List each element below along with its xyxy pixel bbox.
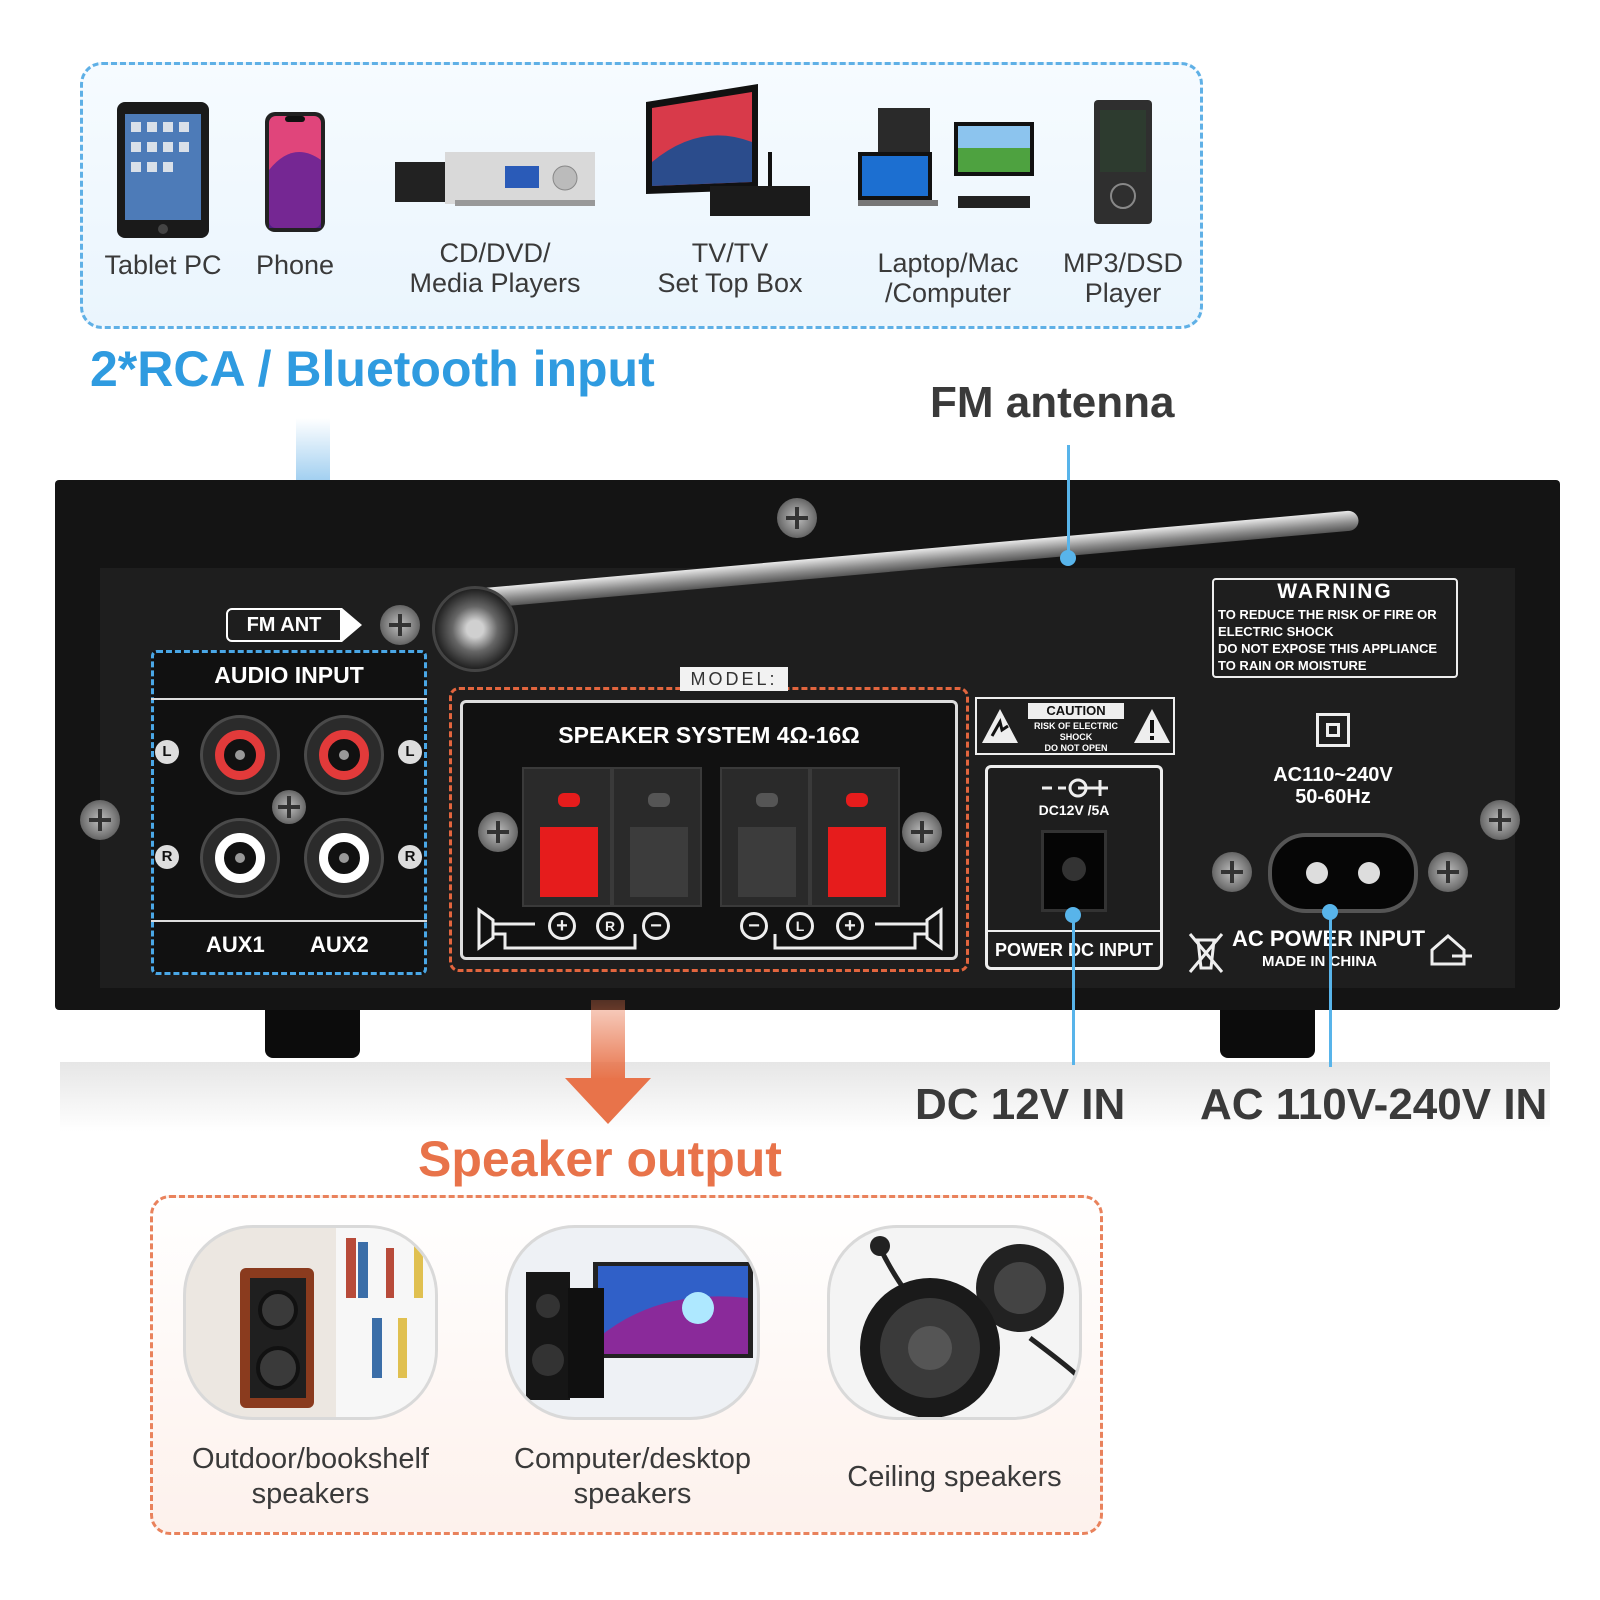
dc-callout-line: [1072, 915, 1075, 1065]
tv-icon: [646, 84, 810, 216]
ac-screw-left: [1212, 852, 1252, 892]
audio-input-screw: [272, 790, 306, 824]
device-label: Laptop/Mac /Computer: [877, 248, 1019, 308]
exclamation-triangle-icon: [1134, 709, 1170, 743]
speaker-panel-screw-left: [478, 812, 518, 852]
ac-rating-line2: 50-60Hz: [1295, 786, 1371, 808]
aux1-left-rca-jack[interactable]: [200, 715, 280, 795]
ac-power-input-label: AC POWER INPUT: [1232, 926, 1426, 951]
phone-icon: [265, 112, 325, 232]
weee-bin-icon: [1188, 933, 1224, 973]
aux2-right-rca-jack[interactable]: [304, 818, 384, 898]
amplifier-foot-left: [265, 1010, 360, 1058]
speaker-card-ceiling: [827, 1225, 1082, 1420]
speaker-arrow-head: [565, 1078, 651, 1124]
warning-triangle-icon: [982, 709, 1018, 743]
ac-in-headline: AC 110V-240V IN: [1200, 1080, 1548, 1129]
device-label: MP3/DSD Player: [1062, 248, 1184, 308]
mp3-player-icon: [1094, 100, 1152, 224]
audio-input-title: AUDIO INPUT: [214, 662, 364, 688]
left-screw: [80, 800, 120, 840]
speaker-label-ceiling: Ceiling speakers: [847, 1461, 1062, 1493]
speaker-panel-screw-right: [902, 812, 942, 852]
warning-label-box: [1212, 578, 1458, 678]
dc-in-headline: DC 12V IN: [915, 1080, 1126, 1129]
ceiling-speaker-icon: [860, 1236, 1079, 1417]
fm-antenna-callout-line: [1067, 445, 1070, 557]
device-cd-player: CD/DVD/ Media Players: [390, 150, 600, 298]
right-positive-symbol-icon: +: [548, 912, 576, 940]
aux1-label: AUX1: [206, 932, 265, 957]
dc-power-jack[interactable]: [1041, 830, 1107, 912]
speaker-terminal-right-positive[interactable]: [522, 767, 612, 907]
antenna-screw: [380, 605, 420, 645]
device-label: Tablet PC: [104, 250, 222, 280]
caution-text: RISK OF ELECTRIC SHOCK DO NOT OPEN: [1033, 721, 1118, 753]
made-in-label: MADE IN CHINA: [1262, 953, 1377, 970]
right-negative-symbol-icon: −: [642, 912, 670, 940]
right-channel-label: R: [155, 845, 179, 869]
aux1-right-rca-jack[interactable]: [200, 818, 280, 898]
fm-ant-tag: FM ANT: [226, 608, 362, 642]
aux-divider: [151, 920, 427, 922]
left-positive-symbol-icon: +: [836, 912, 864, 940]
device-label: Phone: [255, 250, 335, 280]
bookshelf-speaker-icon: [240, 1228, 435, 1417]
amplifier-foot-right: [1220, 1010, 1315, 1058]
left-channel-label: L: [155, 740, 179, 764]
right-channel-symbol: R: [596, 912, 624, 940]
aux2-left-rca-jack[interactable]: [304, 715, 384, 795]
left-channel-label: L: [398, 740, 422, 764]
speaker-card-desktop: [505, 1225, 760, 1420]
speaker-system-title: SPEAKER SYSTEM 4Ω-16Ω: [558, 722, 860, 748]
fm-antenna-headline: FM antenna: [930, 378, 1175, 427]
fm-antenna-callout-dot: [1060, 550, 1076, 566]
device-computer: Laptop/Mac /Computer: [848, 108, 1048, 308]
caution-label-box: [975, 697, 1175, 755]
ac-callout-dot: [1322, 904, 1338, 920]
device-tv: TV/TV Set Top Box: [640, 82, 820, 298]
dc-callout-dot: [1065, 907, 1081, 923]
device-phone: Phone: [240, 110, 350, 280]
aux2-label: AUX2: [310, 932, 369, 957]
speaker-label-bookshelf: Outdoor/bookshelf speakers: [192, 1443, 429, 1510]
input-headline: 2*RCA / Bluetooth input: [90, 341, 655, 397]
speaker-label-desktop: Computer/desktop speakers: [514, 1443, 751, 1510]
right-screw: [1480, 800, 1520, 840]
cd-player-icon: [395, 152, 595, 206]
top-screw: [777, 498, 817, 538]
ac-screw-right: [1428, 852, 1468, 892]
double-insulation-icon: [1316, 713, 1350, 747]
audio-input-divider: [151, 698, 427, 700]
ac-rating-line1: AC110~240V: [1273, 764, 1393, 786]
model-tag: MODEL:: [680, 667, 788, 691]
speaker-card-bookshelf: [183, 1225, 438, 1420]
dc-polarity-icon: [1042, 778, 1108, 798]
dc-rating: DC12V /5A: [1038, 802, 1110, 818]
device-tablet: Tablet PC: [98, 100, 228, 280]
speaker-terminal-left-negative[interactable]: [720, 767, 810, 907]
speaker-wiring-icon: [477, 907, 943, 951]
left-channel-symbol: L: [786, 912, 814, 940]
indoor-use-icon: [1430, 934, 1472, 966]
device-label: CD/DVD/ Media Players: [409, 238, 581, 298]
desktop-speaker-icon: [526, 1262, 753, 1400]
computer-icon: [858, 108, 1034, 208]
warning-text: TO REDUCE THE RISK OF FIRE OR ELECTRIC S…: [1218, 607, 1438, 673]
device-mp3-player: MP3/DSD Player: [1058, 98, 1188, 308]
right-channel-label: R: [398, 845, 422, 869]
tablet-icon: [117, 102, 209, 238]
ac-power-socket[interactable]: [1268, 833, 1418, 913]
speaker-output-headline: Speaker output: [418, 1131, 782, 1187]
amplifier-reflection: [60, 1062, 1550, 1132]
speaker-terminal-right-negative[interactable]: [612, 767, 702, 907]
speaker-arrow-shaft: [591, 1000, 625, 1080]
left-negative-symbol-icon: −: [740, 912, 768, 940]
ac-callout-line: [1329, 912, 1332, 1067]
warning-title: WARNING: [1277, 580, 1393, 603]
caution-title: CAUTION: [1028, 703, 1124, 719]
speaker-terminal-left-positive[interactable]: [810, 767, 900, 907]
device-label: TV/TV Set Top Box: [657, 238, 803, 298]
fm-antenna-base[interactable]: [432, 586, 518, 672]
